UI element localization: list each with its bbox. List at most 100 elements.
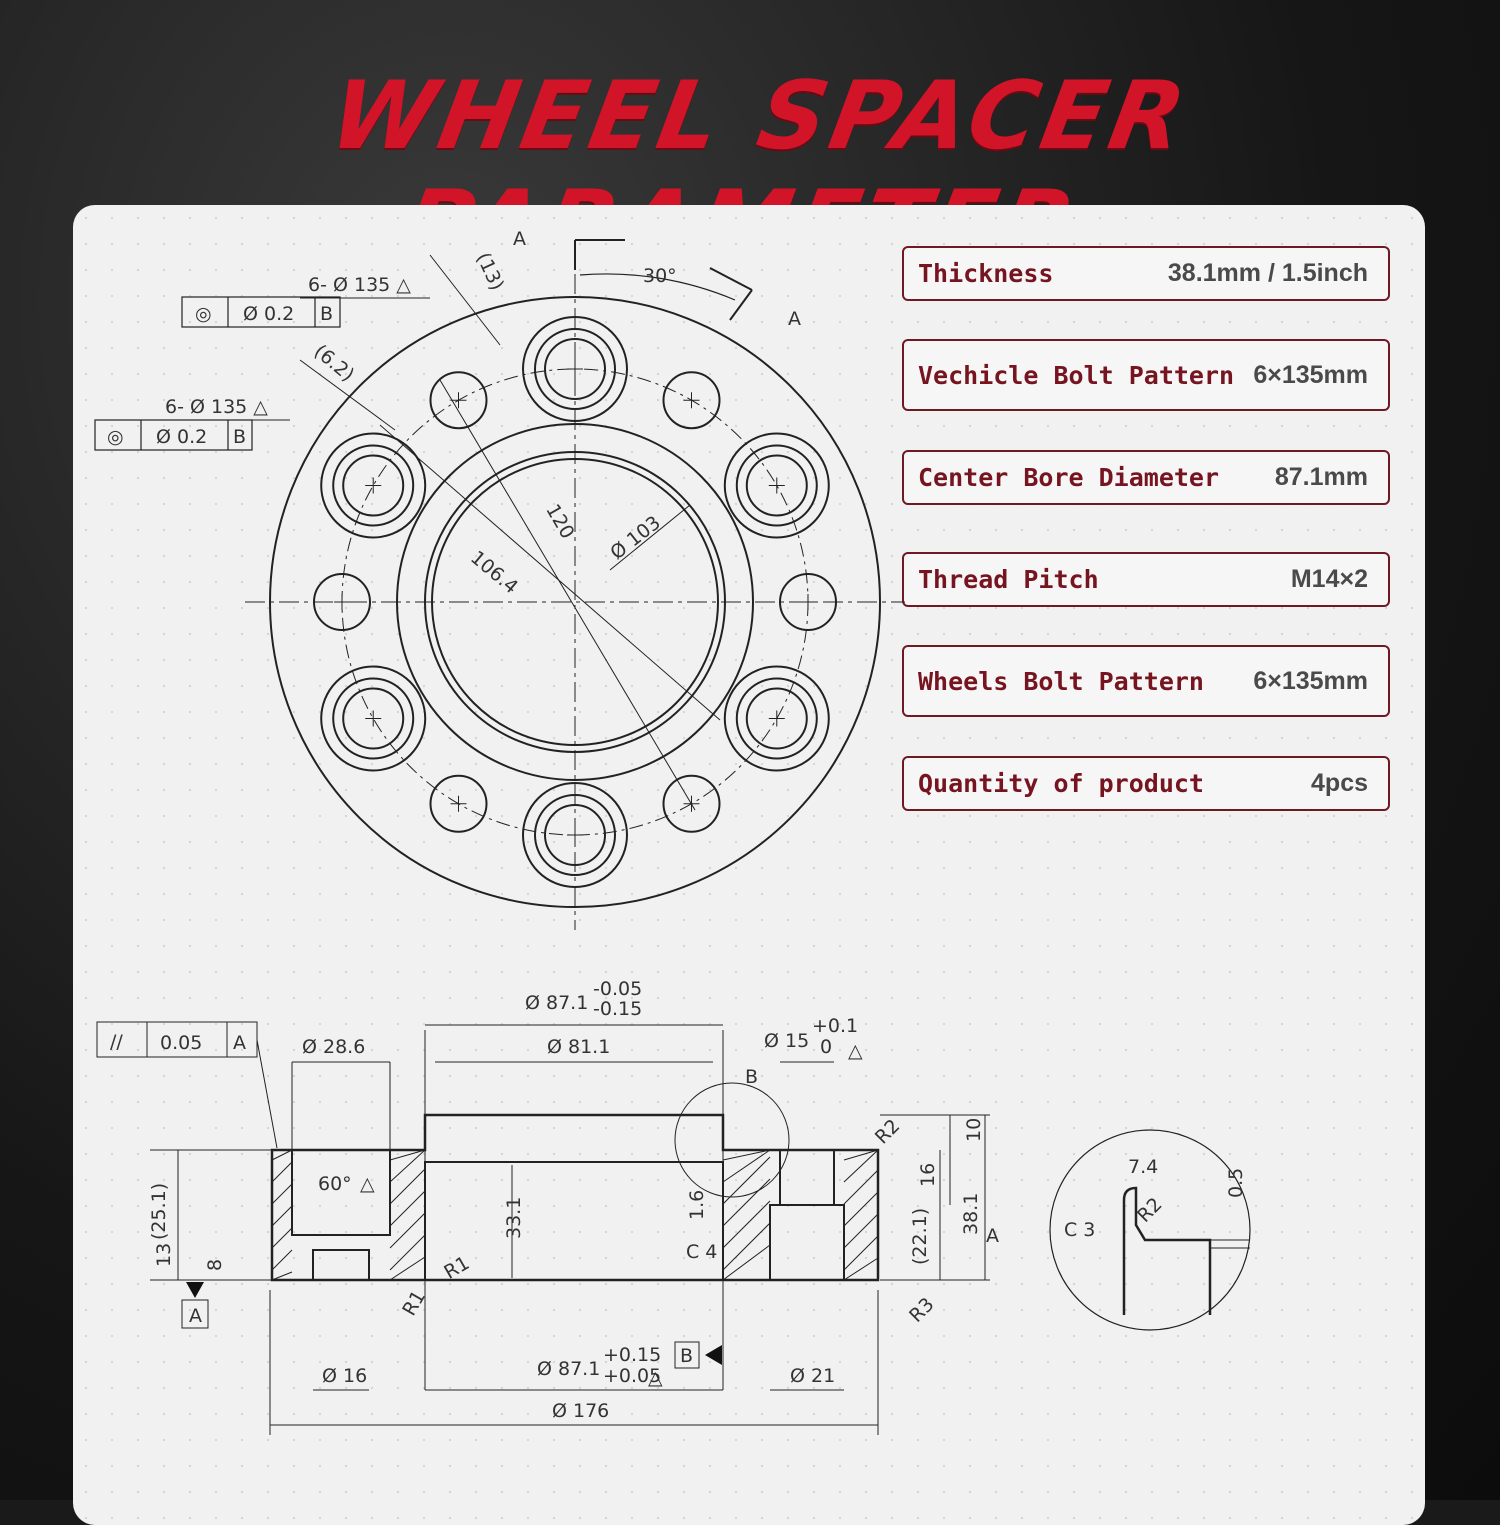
dim-38-1: 38.1 [960,1193,982,1235]
triangle-icon: △ [848,1040,863,1062]
hatch-line [722,1222,771,1271]
datum-a-label: A [189,1305,202,1327]
hatch-line [722,1149,771,1183]
hatch-line [843,1149,879,1183]
spec-value: M14×2 [1290,565,1368,593]
detail-b-label: B [745,1066,758,1088]
hatch-line [843,1149,879,1161]
wheel-stud-hole [522,782,628,888]
vehicle-bolt-hole [429,371,488,430]
hatch-line [389,1149,426,1183]
fcf-tolerance: Ø 0.2 [243,303,294,325]
vehicle-bolt-hole [429,774,488,833]
detail-b-labels: 7.4 0.5 C 3 R2 [1064,1156,1247,1241]
dim-106-4: 106.4 [466,547,522,599]
vehicle-bolt-hole [779,573,837,631]
concentricity-icon: ◎ [195,303,212,325]
fcf-box-1 [181,296,341,328]
hatch-line [843,1169,879,1205]
section-view-labels: // 0.05 A Ø 28.6 Ø 87.1 -0.05 -0.15 Ø 81… [110,978,999,1422]
fcf-datum: A [233,1032,246,1054]
dim-16: 16 [917,1163,939,1187]
spec-label: Vechicle Bolt Pattern [918,360,1235,390]
dim-13: (13) [472,249,508,294]
dim-7-4: 7.4 [1128,1156,1158,1178]
triangle-icon: △ [648,1367,663,1389]
hatch-line [843,1235,879,1271]
spec-label: Quantity of product [918,769,1204,798]
hatch-line [389,1190,426,1227]
hatch-line [271,1183,293,1205]
dim-line-106 [379,424,721,721]
dim-line-103 [609,504,691,571]
datum-b-triangle [705,1345,722,1365]
leader [299,359,396,431]
tolerance: -0.05 [593,978,642,1000]
section-mark [709,267,753,291]
vehicle-bolt-hole [313,573,371,631]
section-label-a: A [513,228,526,250]
hatch-line [271,1249,293,1271]
detail-b-circle [674,1082,790,1198]
hatch-line [271,1227,293,1249]
hole-spec-1: 6- Ø 135 △ [308,274,411,296]
spec-value: 4pcs [1311,769,1368,797]
hatch-line [271,1161,293,1183]
spec-vehicle-bolt-pattern: Vechicle Bolt Pattern 6×135mm [902,339,1390,411]
hole-spec-2: 6- Ø 135 △ [165,396,268,418]
hatch-line [389,1168,426,1205]
fcf-datum: B [233,426,246,448]
parallelism-icon: // [110,1031,123,1053]
fcf-tolerance: Ø 0.2 [156,426,207,448]
section-label-a: A [788,308,801,330]
dim-0-5: 0.5 [1225,1168,1247,1198]
hatch-line [722,1149,771,1161]
dim-103: Ø 103 [606,512,665,565]
section-view [96,1021,990,1435]
wheel-stud-hole [320,665,427,772]
dim-10: 10 [963,1118,985,1142]
spec-value: 6×135mm [1253,360,1368,389]
hatch-line [271,1271,293,1281]
tolerance: 0 [820,1036,832,1058]
front-view-labels: A A (13) 30° 6- Ø 135 △ ◎ Ø 0.2 B (6.2) … [107,228,801,598]
tolerance: +0.1 [812,1015,858,1037]
spec-value: 6×135mm [1253,666,1368,695]
wheel-stud-hole [320,432,427,539]
tolerance: +0.15 [603,1344,661,1366]
triangle-icon: △ [360,1173,375,1195]
r2-label: R2 [1133,1193,1166,1226]
angle-30: 30° [643,265,677,287]
spec-label: Center Bore Diameter [918,463,1220,492]
detail-b-view [1049,1129,1251,1331]
dim-8: 8 [204,1259,226,1271]
hatch-line [389,1256,426,1281]
detail-profile [1122,1186,1212,1315]
fcf-datum: B [320,303,333,325]
drawing-panel [73,205,1425,1525]
hatch-line [389,1212,426,1249]
r2-label: R2 [871,1115,904,1148]
dim-line-120 [439,379,696,811]
through-hole [312,1249,370,1281]
tolerance: -0.15 [593,998,642,1020]
angle-arc [579,273,736,301]
counterbore [291,1149,391,1236]
detail-circle [1049,1129,1251,1331]
dim-28-6: Ø 28.6 [302,1036,365,1058]
dim-1-6: 1.6 [686,1190,708,1220]
vehicle-bolt-hole [662,371,721,430]
stud-hole [769,1204,845,1281]
front-view [94,239,905,930]
dim-120: 120 [541,500,578,542]
hatch-line [722,1244,771,1281]
dim-16-dia: Ø 16 [322,1365,367,1387]
hatch-line [389,1234,426,1271]
dim-81-1: Ø 81.1 [547,1036,610,1058]
leader [429,254,501,346]
hatch-line [722,1178,771,1227]
dim-33-1: 33.1 [503,1197,525,1239]
